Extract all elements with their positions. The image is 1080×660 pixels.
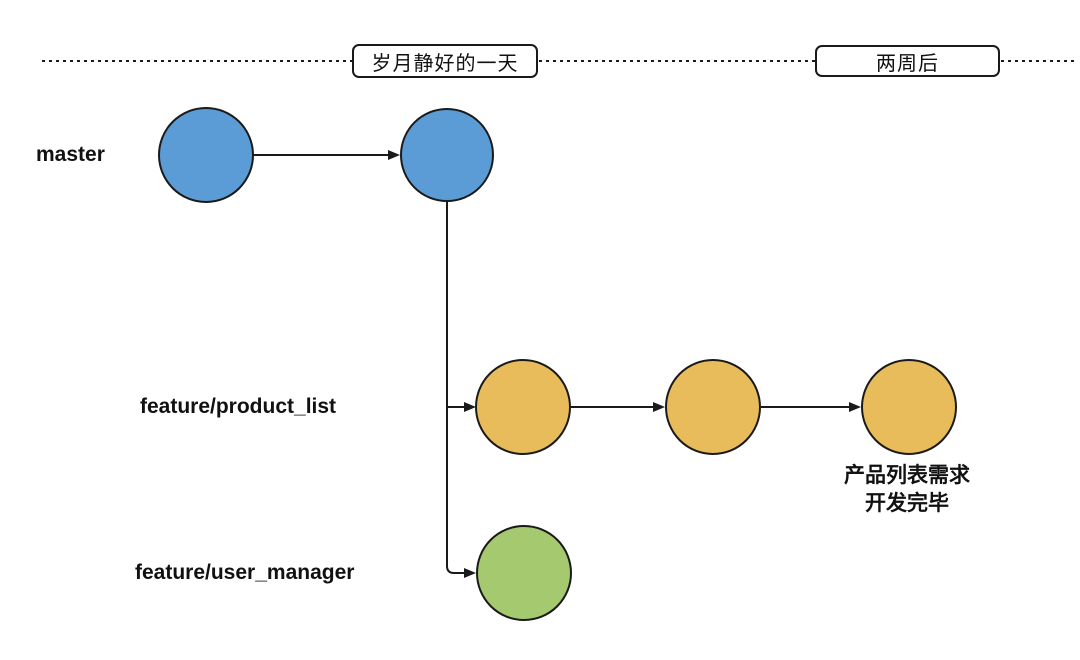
timeline-marker-peaceful-day: 岁月静好的一天 bbox=[352, 44, 538, 78]
timeline-marker-two-weeks-later: 两周后 bbox=[815, 45, 1000, 77]
commit-annotation-line2: 开发完毕 bbox=[865, 492, 949, 515]
commit-node-product-list-3 bbox=[861, 359, 957, 455]
timeline-marker-label: 岁月静好的一天 bbox=[371, 52, 519, 75]
commit-annotation: 产品列表需求 开发完毕 bbox=[844, 462, 970, 518]
timeline-marker-label: 两周后 bbox=[876, 52, 939, 75]
branch-label-master: master bbox=[36, 143, 105, 166]
commit-node-user-manager-1 bbox=[476, 525, 572, 621]
commit-node-master-2 bbox=[400, 108, 494, 202]
branch-label-user-manager: feature/user_manager bbox=[135, 561, 355, 584]
commit-node-master-1 bbox=[158, 107, 254, 203]
branch-label-product-list: feature/product_list bbox=[140, 395, 337, 418]
commit-node-product-list-1 bbox=[475, 359, 571, 455]
edge-master-to-user-manager bbox=[446, 201, 476, 578]
commit-annotation-line1: 产品列表需求 bbox=[844, 464, 970, 487]
commit-node-product-list-2 bbox=[665, 359, 761, 455]
